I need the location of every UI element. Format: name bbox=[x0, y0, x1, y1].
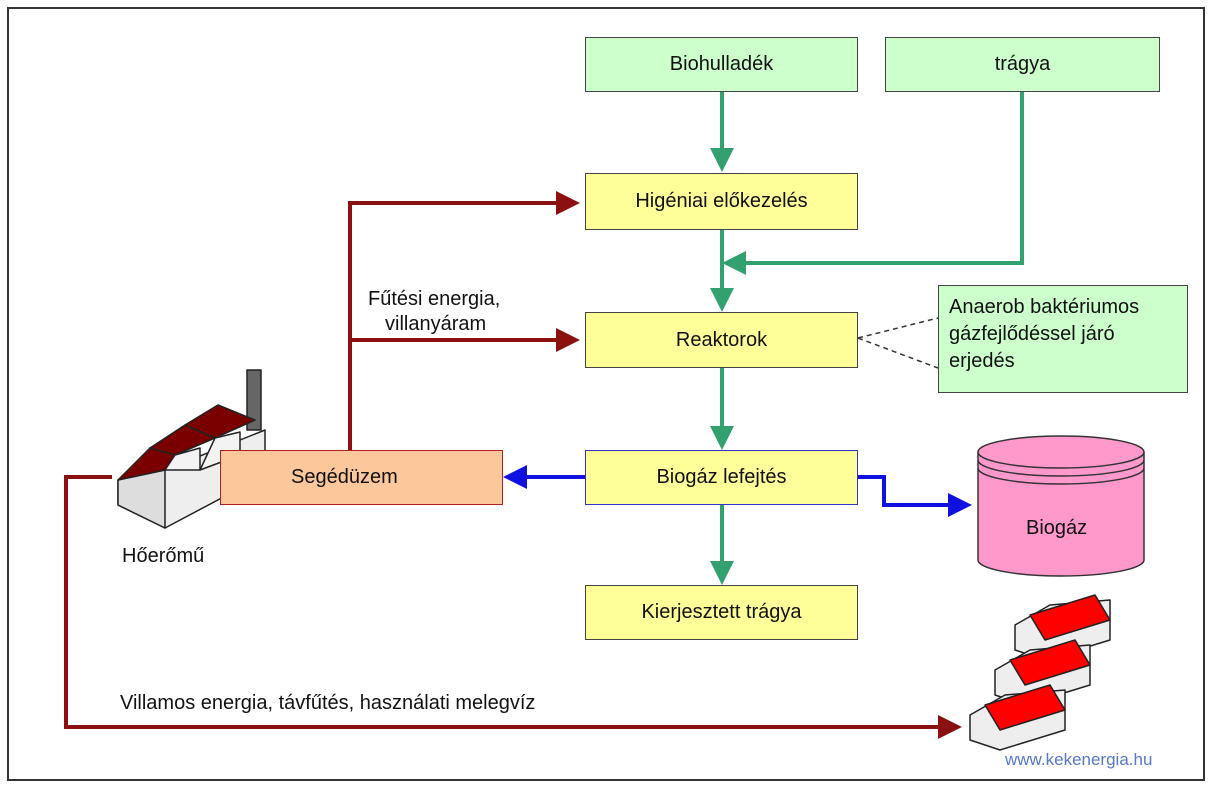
footer-url[interactable]: www.kekenergia.hu bbox=[1005, 750, 1153, 769]
note-callout-connector bbox=[857, 317, 939, 369]
note-line-2: gázfejlődéssel járó bbox=[949, 323, 1115, 345]
houses-icon bbox=[969, 594, 1111, 751]
box-tragya-label: trágya bbox=[994, 53, 1051, 75]
note-line-1: Anaerob baktériumos bbox=[949, 296, 1140, 318]
diagram-frame bbox=[7, 7, 1205, 781]
arrow-segeduzem-to-higeniai bbox=[348, 201, 560, 450]
box-higeniai-elokezeles: Higéniai előkezelés bbox=[585, 173, 858, 230]
biogaz-tank bbox=[977, 435, 1145, 577]
box-tragya: trágya bbox=[885, 37, 1160, 92]
green-flow-arrows bbox=[710, 92, 1024, 585]
box-segeduzem: Segédüzem bbox=[220, 450, 503, 505]
label-hoeromu: Hőerőmű bbox=[122, 545, 205, 567]
box-kierjesztett-tragya: Kierjesztett trágya bbox=[585, 585, 858, 640]
label-futesi-energia: Fűtési energia, bbox=[368, 288, 501, 310]
arrow-tragya-to-reaktor-line bbox=[744, 92, 1024, 265]
box-higeniai-label: Higéniai előkezelés bbox=[635, 190, 808, 212]
box-biohulladek-label: Biohulladék bbox=[669, 53, 774, 75]
box-biohulladek: Biohulladék bbox=[585, 37, 858, 92]
red-energy-arrows bbox=[64, 191, 962, 739]
note-anaerob: Anaerob baktériumos gázfejlődéssel járó … bbox=[938, 285, 1188, 393]
label-villamos-energia: Villamos energia, távfűtés, használati m… bbox=[120, 692, 536, 714]
box-biogaz-lefejtes: Biogáz lefejtés bbox=[585, 450, 858, 505]
box-kierjesztett-label: Kierjesztett trágya bbox=[641, 601, 802, 623]
box-reaktorok: Reaktorok bbox=[585, 312, 858, 368]
box-segeduzem-label: Segédüzem bbox=[291, 466, 398, 488]
blue-gas-arrows bbox=[503, 465, 972, 517]
box-biogaz-lefejtes-label: Biogáz lefejtés bbox=[656, 466, 787, 488]
arrow-hoeromu-to-houses bbox=[64, 475, 940, 729]
label-biogaz-tank: Biogáz bbox=[1026, 517, 1088, 539]
label-villanyaram: villanyáram bbox=[385, 313, 487, 335]
box-reaktorok-label: Reaktorok bbox=[675, 328, 768, 351]
note-line-3: erjedés bbox=[949, 350, 1015, 372]
arrow-biogaz-to-tank bbox=[858, 475, 950, 507]
